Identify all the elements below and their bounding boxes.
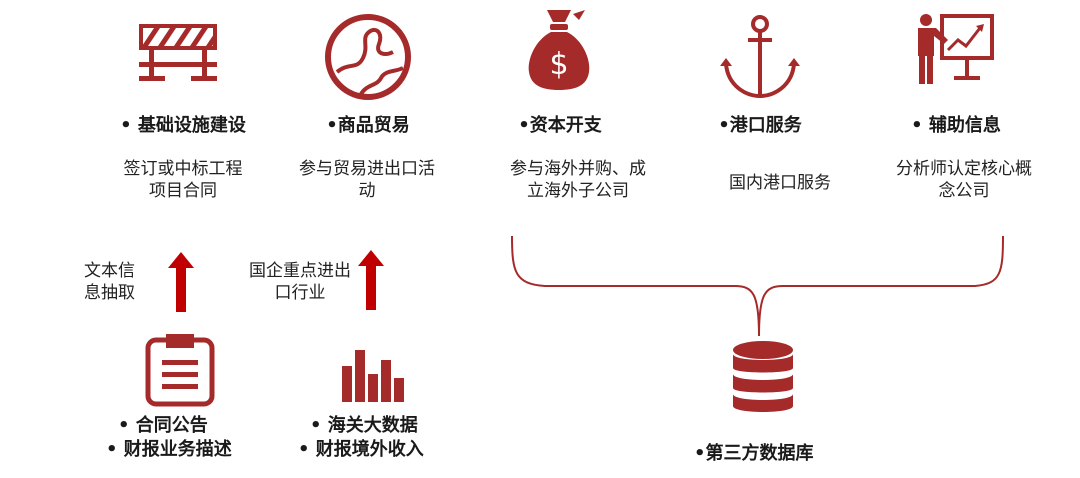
- source-item: • 海关大数据: [310, 415, 418, 436]
- arrow-label-line: 息抽取: [84, 283, 135, 303]
- database-icon: [733, 341, 793, 412]
- arrow-label-line: 口行业: [274, 283, 326, 303]
- money-bag-icon: $: [528, 10, 590, 90]
- source-item: • 财报境外收入: [298, 439, 424, 460]
- barrier-icon: [139, 24, 217, 81]
- up-arrow-icon: [358, 250, 384, 310]
- category-desc: 参与贸易进出口活 动: [272, 158, 462, 202]
- category-title: •资本开支: [518, 115, 602, 136]
- category-title: •商品贸易: [326, 115, 410, 136]
- group-bracket: [511, 235, 1004, 337]
- up-arrow-icon: [168, 252, 194, 312]
- category-desc-line: 国内港口服务: [729, 173, 831, 193]
- category-desc-line: 参与贸易进出口活: [299, 159, 435, 179]
- category-desc-line: 签订或中标工程: [123, 159, 243, 179]
- source-item: • 财报业务描述: [106, 439, 232, 460]
- category-title: •港口服务: [718, 115, 802, 136]
- category-desc: 参与海外并购、成 立海外子公司: [480, 158, 676, 202]
- presenter-chart-icon: [918, 14, 994, 84]
- bar-chart-icon: [342, 350, 404, 402]
- database-label: •第三方数据库: [694, 443, 814, 464]
- category-desc-line: 动: [358, 181, 376, 201]
- category-desc-line: 项目合同: [149, 181, 217, 201]
- category-title: • 辅助信息: [911, 115, 1001, 136]
- arrow-label-line: 文本信: [84, 261, 135, 281]
- category-desc-line: 分析师认定核心概: [896, 159, 1032, 179]
- category-desc: 分析师认定核心概 念公司: [864, 158, 1064, 202]
- globe-icon: [325, 14, 411, 100]
- clipboard-icon: [145, 334, 215, 407]
- category-desc-line: 立海外子公司: [527, 181, 629, 201]
- arrow-label: 文本信 息抽取: [84, 260, 164, 304]
- category-desc-line: 念公司: [938, 181, 990, 201]
- category-title: • 基础设施建设: [120, 115, 246, 136]
- arrow-label-line: 国企重点进出: [249, 261, 351, 281]
- arrow-label: 国企重点进出 口行业: [230, 260, 370, 304]
- source-item: • 合同公告: [118, 415, 208, 436]
- anchor-icon: [720, 15, 800, 99]
- category-desc: 签订或中标工程 项目合同: [88, 158, 278, 202]
- category-desc-line: 参与海外并购、成: [510, 159, 646, 179]
- category-desc: 国内港口服务: [690, 172, 870, 194]
- svg-text:$: $: [549, 47, 568, 82]
